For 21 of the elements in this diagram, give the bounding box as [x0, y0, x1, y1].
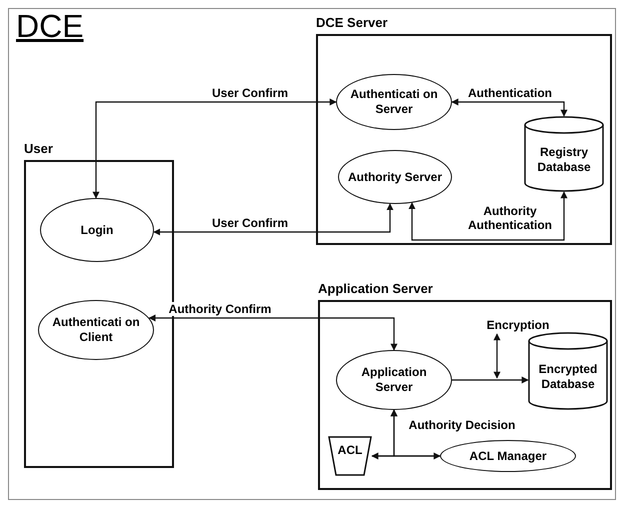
arrow: [371, 452, 441, 460]
arrow: [451, 98, 568, 117]
diagram-title: DCE: [16, 8, 84, 44]
process-ellipse: Authenticati on Server: [336, 74, 452, 130]
arrow: [408, 191, 568, 241]
acl-trapezoid: ACL: [328, 436, 372, 476]
group-heading: DCE Server: [316, 14, 388, 32]
arrow: [452, 376, 529, 384]
group-heading: User: [24, 140, 53, 158]
arrow: [92, 98, 337, 199]
process-ellipse: Login: [40, 198, 154, 262]
database-cylinder: Registry Database: [524, 116, 604, 192]
group-heading: Application Server: [318, 280, 433, 298]
arrow: [153, 203, 394, 236]
arrow: [390, 409, 440, 457]
arrow: [148, 314, 398, 351]
process-ellipse: Application Server: [336, 350, 452, 410]
database-cylinder: Encrypted Database: [528, 332, 608, 410]
process-ellipse: ACL Manager: [440, 440, 576, 472]
process-ellipse: Authenticati on Client: [38, 300, 154, 360]
process-ellipse: Authority Server: [338, 150, 452, 204]
